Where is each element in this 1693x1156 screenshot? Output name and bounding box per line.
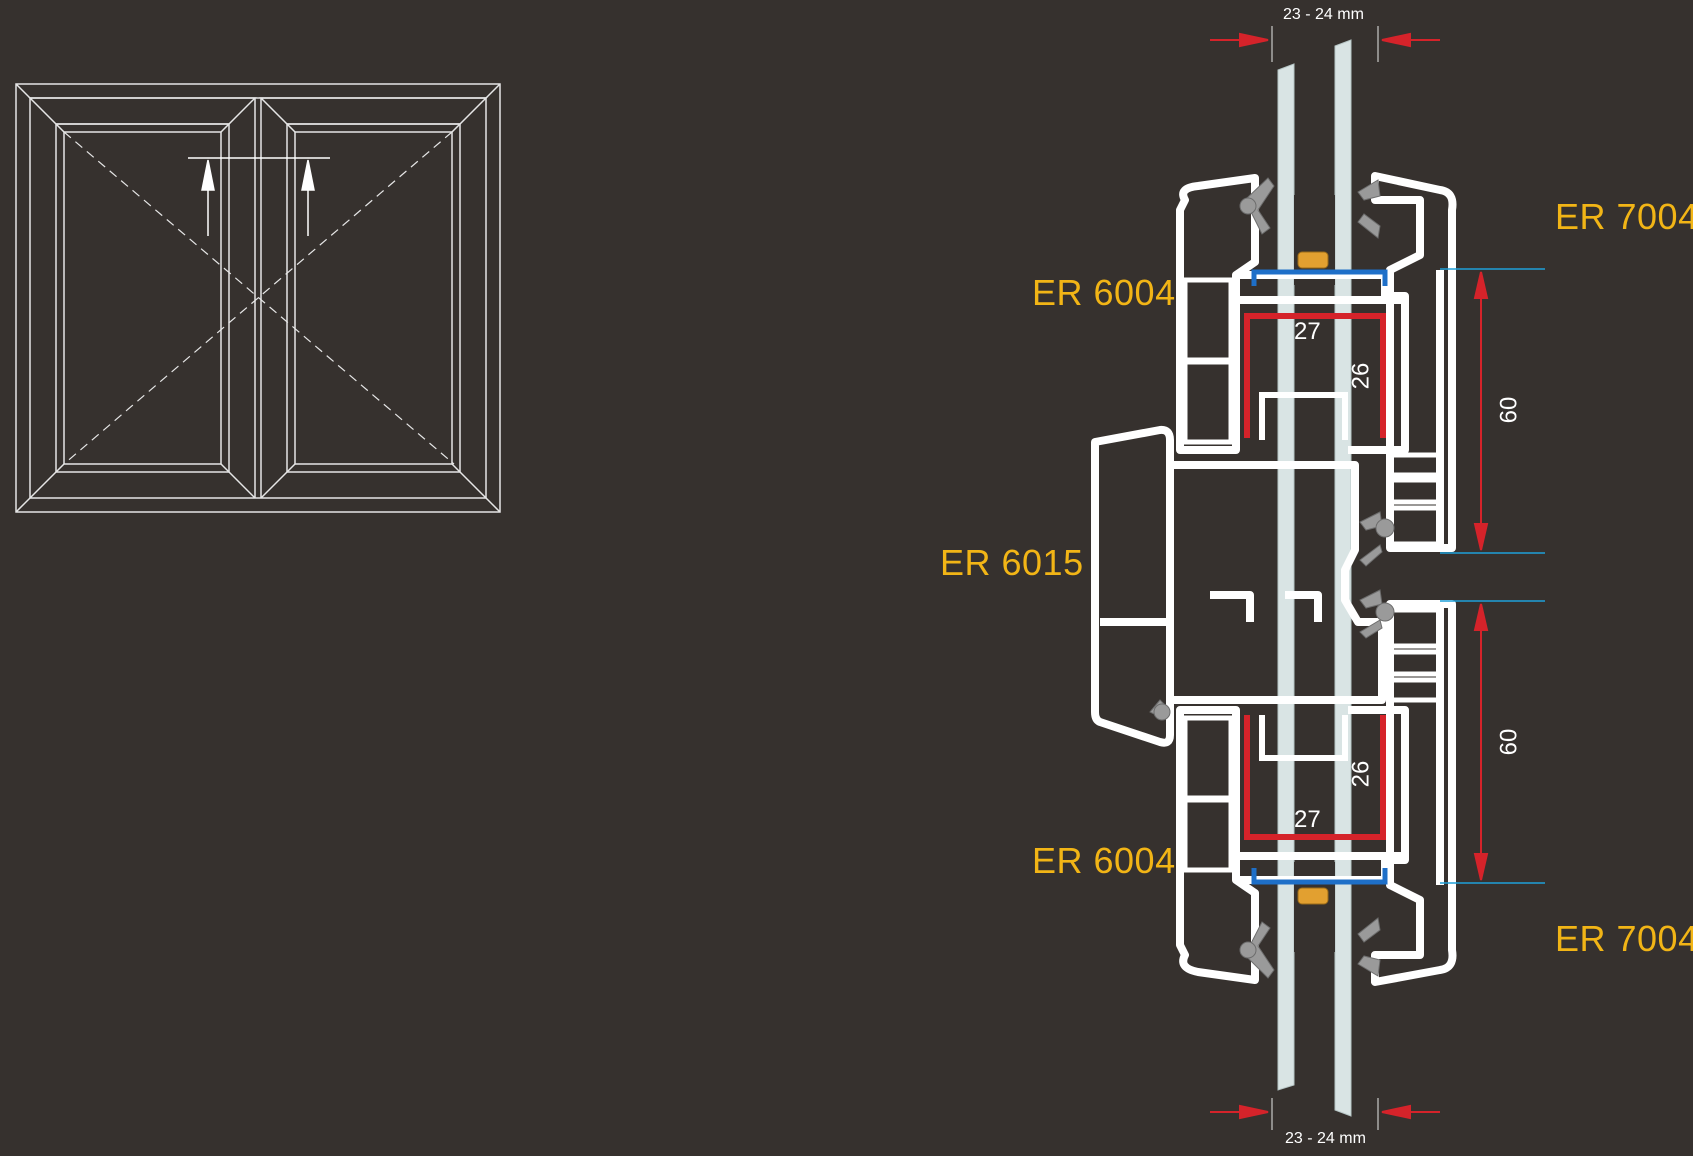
sash-height-bottom: 60: [1495, 729, 1523, 756]
setting-block-bottom: [1298, 888, 1328, 904]
reinforcement-width-bottom: 27: [1294, 806, 1321, 834]
sash-height-top: 60: [1495, 397, 1523, 424]
label-er7004-bottom: ER 7004: [1555, 918, 1693, 960]
gasket-inner-top: [1358, 180, 1380, 238]
reinforcement-width-top: 27: [1294, 318, 1321, 346]
label-er6015: ER 6015: [940, 542, 1084, 584]
reinforcement-depth-top: 26: [1347, 363, 1375, 390]
gasket-inner-bottom: [1358, 918, 1380, 976]
setting-block-top: [1298, 252, 1328, 268]
glass-pane-outer: [1278, 64, 1294, 1090]
glass-thickness-bottom-label: 23 - 24 mm: [1285, 1130, 1366, 1148]
label-er6004-bottom: ER 6004: [1032, 840, 1176, 882]
reinforcement-depth-bottom: 26: [1347, 761, 1375, 788]
label-er7004-top: ER 7004: [1555, 196, 1693, 238]
glass-thickness-top-label: 23 - 24 mm: [1283, 6, 1364, 24]
label-er6004-top: ER 6004: [1032, 272, 1176, 314]
